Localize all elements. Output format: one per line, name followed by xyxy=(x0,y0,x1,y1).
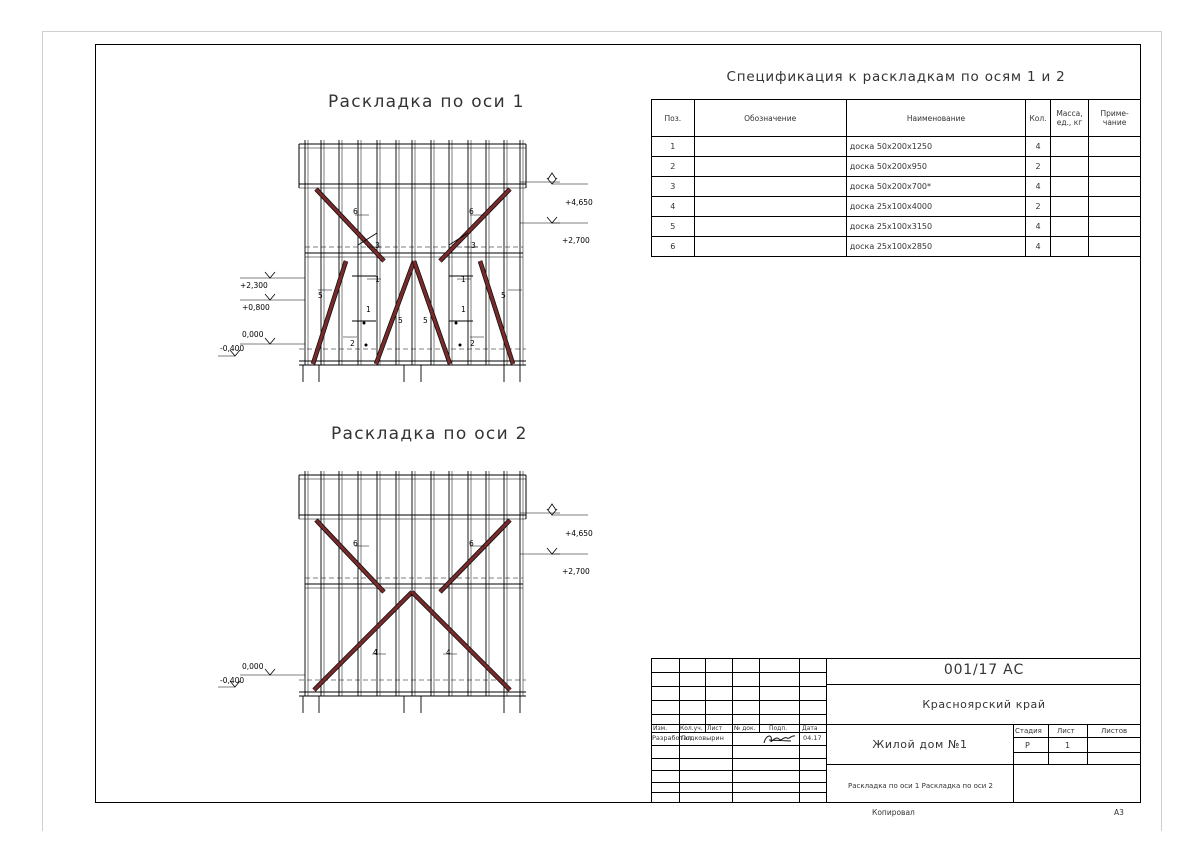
col-qty: Кол. xyxy=(1025,99,1051,137)
brace-5 xyxy=(311,260,348,365)
col-mass: Масса, ед., кг xyxy=(1049,99,1090,137)
brace-5 xyxy=(412,260,452,365)
callout-5: 5 xyxy=(398,316,403,325)
col-note: Приме- чание xyxy=(1088,99,1141,137)
signature xyxy=(763,735,796,744)
callout-4: 4 xyxy=(373,648,378,657)
spec-title: Спецификация к раскладкам по осям 1 и 2 xyxy=(726,69,1066,85)
drawing-2 xyxy=(218,471,588,713)
fastener xyxy=(454,321,458,325)
brace-6 xyxy=(314,187,386,263)
elevation-marker xyxy=(546,177,558,185)
drawing-2-title: Раскладка по оси 2 xyxy=(331,424,528,444)
elevation-marker xyxy=(546,216,558,224)
brace-3 xyxy=(357,232,378,246)
elevation-marker xyxy=(264,337,276,345)
fastener xyxy=(364,343,368,347)
page-edge xyxy=(1161,31,1162,831)
callout-5: 5 xyxy=(318,291,323,300)
callout-6: 6 xyxy=(469,539,474,548)
elev-neg-0400: -0,400 xyxy=(220,344,244,353)
format-label: А3 xyxy=(1114,808,1124,817)
elev-4650: +4,650 xyxy=(565,198,593,207)
elevation-marker xyxy=(264,668,276,676)
drawing-labels: +4,650 +2,700 +2,300 +0,800 0,000 -0,400… xyxy=(220,198,593,685)
elevation-marker xyxy=(264,293,276,301)
callout-6: 6 xyxy=(353,207,358,216)
fastener xyxy=(458,343,462,347)
elev-2300: +2,300 xyxy=(240,281,268,290)
spec-table: Поз. Обозначение Наименование Кол. Масса… xyxy=(651,99,1141,257)
elev-4650: +4,650 xyxy=(565,529,593,538)
region: Красноярский край xyxy=(922,698,1046,711)
elev-2700: +2,700 xyxy=(562,236,590,245)
elev-0000: 0,000 xyxy=(242,330,264,339)
elev-neg-0400: -0,400 xyxy=(220,676,244,685)
elevation-marker xyxy=(547,503,557,511)
fastener xyxy=(362,321,366,325)
brace-4 xyxy=(410,590,512,692)
title-block: 001/17 АС Красноярский край Жилой дом №1… xyxy=(651,658,1141,803)
elevation-marker xyxy=(547,172,557,180)
brace-5 xyxy=(374,260,416,365)
elev-0800: +0,800 xyxy=(242,303,270,312)
brace-6 xyxy=(438,187,512,263)
object-name: Жилой дом №1 xyxy=(872,738,968,751)
page-edge xyxy=(42,31,43,831)
drawing-1-title: Раскладка по оси 1 xyxy=(328,92,525,112)
sheet-value: 1 xyxy=(1065,741,1071,750)
brace-5 xyxy=(478,260,515,365)
callout-5: 5 xyxy=(501,291,506,300)
callout-2: 2 xyxy=(470,339,475,348)
elev-2700: +2,700 xyxy=(562,567,590,576)
callout-5: 5 xyxy=(423,316,428,325)
callout-2: 2 xyxy=(350,339,355,348)
callout-6: 6 xyxy=(469,207,474,216)
callout-4: 4 xyxy=(446,648,451,657)
elevation-marker xyxy=(546,547,558,555)
col-designation: Обозначение xyxy=(693,99,847,137)
page-edge xyxy=(42,31,1162,32)
copied-label: Копировал xyxy=(872,808,915,817)
callout-6: 6 xyxy=(353,539,358,548)
callout-3: 3 xyxy=(375,241,380,250)
date: 04.17 xyxy=(803,734,822,742)
col-pos: Поз. xyxy=(651,99,695,137)
drawing-frame xyxy=(95,44,1141,803)
callout-1: 1 xyxy=(461,305,466,314)
sheet-title: Раскладка по оси 1 Раскладка по оси 2 xyxy=(848,782,993,790)
doc-code: 001/17 АС xyxy=(943,662,1025,678)
elevation-marker xyxy=(229,680,241,688)
callout-1: 1 xyxy=(461,275,466,284)
elevation-marker xyxy=(264,271,276,279)
brace-6 xyxy=(314,518,386,594)
stage-value: Р xyxy=(1025,741,1030,750)
elev-0000: 0,000 xyxy=(242,662,264,671)
drawing-1 xyxy=(218,140,588,382)
spec-header-row: Поз. Обозначение Наименование Кол. Масса… xyxy=(651,99,1141,137)
callout-3: 3 xyxy=(471,241,476,250)
elevation-marker xyxy=(546,508,558,516)
brace-4 xyxy=(312,590,414,692)
callout-1: 1 xyxy=(366,305,371,314)
col-name: Наименование xyxy=(845,99,1027,137)
elevation-marker xyxy=(229,349,241,357)
developed-label: Разработал xyxy=(652,734,692,742)
brace-3 xyxy=(448,232,469,246)
brace-6 xyxy=(438,518,512,594)
developer-name: Подковырин xyxy=(681,734,724,742)
callout-1: 1 xyxy=(375,275,380,284)
